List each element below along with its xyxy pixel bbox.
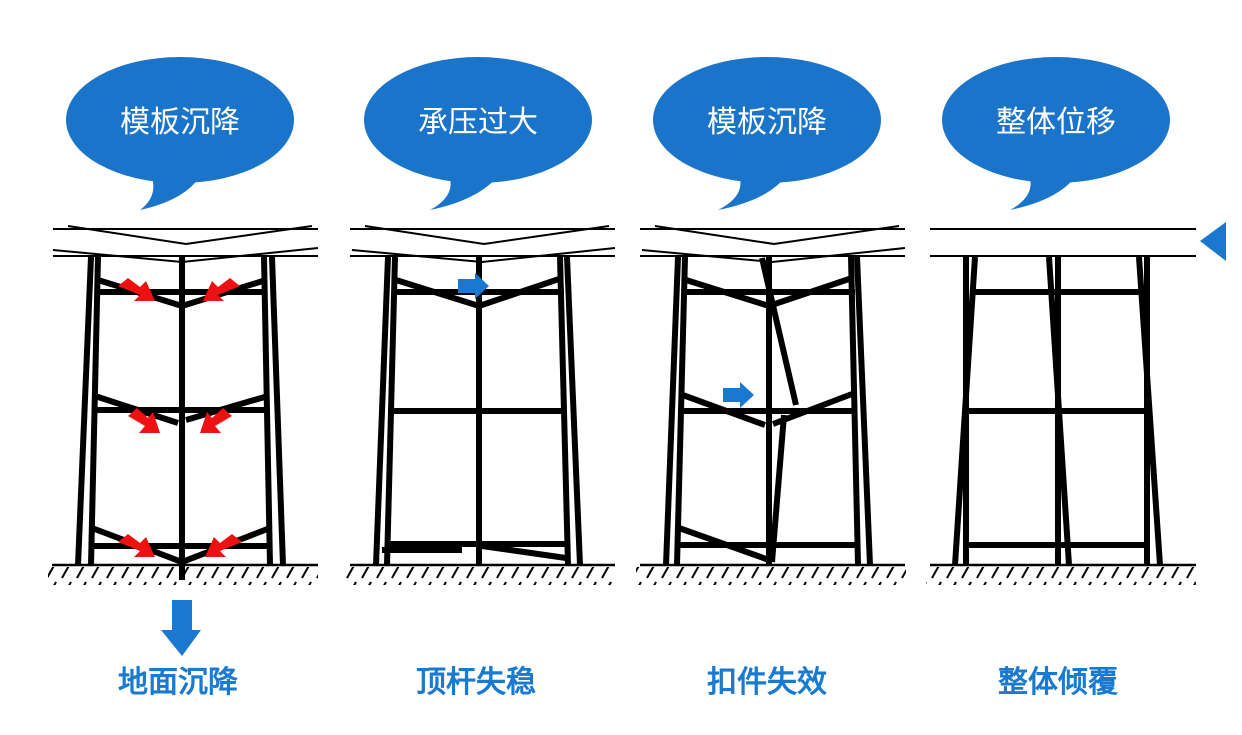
scaffold-frame (952, 256, 1163, 566)
panel-fastener-failure: 模板沉降 (636, 57, 906, 700)
ground (926, 563, 1196, 585)
blue-right-arrow-icon (458, 273, 489, 299)
failure-label: 整体倾覆 (998, 665, 1118, 700)
bubble-text: 承压过大 (418, 105, 538, 140)
ground (346, 563, 616, 585)
blue-down-arrow-icon (161, 600, 201, 656)
speech-bubble: 模板沉降 (66, 57, 294, 210)
formwork-slab (930, 228, 1196, 257)
failure-label: 顶杆失稳 (416, 665, 536, 700)
panel-top-bar-instability: 承压过大 顶杆失稳 (346, 57, 616, 700)
speech-bubble: 模板沉降 (653, 57, 881, 210)
panel-overall-overturning: 整体位移 整体倾覆 (926, 57, 1226, 700)
bubble-text: 模板沉降 (707, 105, 827, 140)
bubble-text: 模板沉降 (120, 105, 240, 140)
scaffold-frame (373, 256, 583, 566)
ground (48, 563, 318, 585)
speech-bubble: 承压过大 (364, 57, 592, 210)
blue-right-arrow-icon (723, 382, 754, 408)
formwork-slab (52, 225, 319, 264)
speech-bubble: 整体位移 (942, 57, 1170, 210)
ground (636, 563, 906, 585)
formwork-slab (350, 225, 616, 264)
scaffold-frame (663, 256, 873, 566)
failure-label: 扣件失效 (707, 665, 827, 700)
failure-label: 地面沉降 (118, 665, 239, 700)
bubble-text: 整体位移 (996, 105, 1116, 140)
formwork-slab (640, 225, 906, 264)
red-force-arrow-icon (118, 278, 242, 557)
blue-left-triangle-icon (1200, 222, 1226, 261)
panel-ground-settlement: 模板沉降 (48, 57, 319, 700)
scaffold-frame (75, 256, 286, 580)
